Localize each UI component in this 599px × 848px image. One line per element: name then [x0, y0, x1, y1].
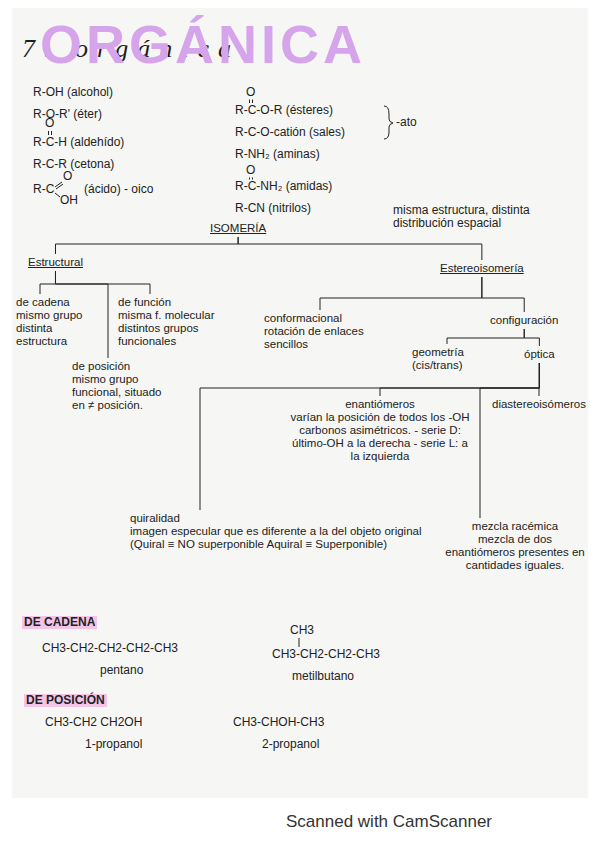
formula: R-C [33, 183, 54, 196]
node-heading: de función [118, 296, 218, 309]
tree-node: configuración [490, 314, 558, 327]
node-heading: de cadena [16, 296, 98, 309]
tree-node: quiralidadimagen especular que es difere… [130, 512, 430, 551]
formula: R-C-NH₂ (amidas) [235, 180, 332, 193]
atom-symbol: O [63, 170, 72, 183]
node-heading: geometría (cis/trans) [412, 346, 482, 372]
tree-node: geometría (cis/trans) [412, 346, 482, 372]
formula: R-CN (nitrilos) [235, 202, 311, 215]
formula: CH3-CH2-CH2-CH3 [272, 648, 380, 661]
tree-branch [320, 277, 482, 310]
tree-branch [480, 363, 539, 518]
tree-node: ISOMERÍA [210, 222, 266, 235]
node-description: mismo grupo distinta estructura [16, 309, 98, 348]
node-heading: diastereoisómeros [492, 398, 586, 411]
tree-branch [524, 329, 539, 346]
tree-branch [200, 363, 539, 510]
node-heading: mezcla racémica [445, 520, 585, 533]
tree-node: Estereoisomería [440, 262, 524, 275]
atom-symbol: O [45, 117, 54, 130]
tree-node: enantiómerosvarían la posición de todos … [290, 398, 470, 463]
compound-name: metilbutano [292, 670, 354, 683]
node-heading: quiralidad [130, 512, 430, 525]
formula: R-C-O-R (ésteres) [235, 104, 333, 117]
node-description: mezcla de dos enantiómeros presentes en … [445, 533, 585, 572]
node-heading: de posición [72, 360, 172, 373]
formula: CH3-CH2 CH2OH [45, 716, 142, 729]
node-heading: conformacional [264, 312, 376, 325]
formula: R-OH (alcohol) [33, 86, 113, 99]
tree-branch [447, 329, 524, 344]
node-description: misma f. molecular distintos grupos func… [118, 309, 218, 348]
node-heading: Estereoisomería [440, 262, 524, 275]
compound-name: 1-propanol [85, 738, 142, 751]
node-heading: ISOMERÍA [210, 222, 266, 235]
formula: R-C-O-catión (sales) [235, 126, 345, 139]
atom-symbol: OH [60, 194, 78, 207]
node-heading: configuración [490, 314, 558, 327]
tree-branch [40, 271, 55, 294]
tree-branch [55, 271, 150, 294]
tree-node: conformacionalrotación de enlaces sencil… [264, 312, 376, 351]
tree-branch [55, 237, 238, 254]
section-heading: DE POSICIÓN [24, 694, 107, 707]
compound-name: 2-propanol [262, 738, 319, 751]
atom-symbol: O [246, 164, 255, 177]
scanner-watermark: Scanned with CamScanner [286, 812, 492, 832]
node-description: mismo grupo funcional, situado en ≠ posi… [72, 373, 172, 412]
formula: R-C-R (cetona) [33, 158, 114, 171]
tree-node: diastereoisómeros [492, 398, 586, 411]
compound-name: pentano [100, 664, 143, 677]
node-description: rotación de enlaces sencillos [264, 325, 376, 351]
formula: CH3-CH2-CH2-CH2-CH3 [42, 642, 178, 655]
tree-node: de funciónmisma f. molecular distintos g… [118, 296, 218, 348]
formula: CH3 [290, 624, 314, 637]
node-description: varían la posición de todos los -OH carb… [290, 411, 470, 463]
node-heading: Estructural [28, 256, 83, 269]
tree-branch [238, 237, 482, 260]
tree-branch [482, 277, 524, 312]
formula: R-NH₂ (aminas) [235, 148, 320, 161]
atom-symbol: O [246, 86, 255, 99]
tree-node: mezcla racémicamezcla de dos enantiómero… [445, 520, 585, 572]
formula: R-C-H (aldehído) [33, 136, 124, 149]
formula: CH3-CHOH-CH3 [233, 716, 324, 729]
suffix-note: -ato [396, 116, 417, 129]
node-heading: óptica [524, 348, 555, 361]
side-note: misma estructura, distinta distribución … [393, 204, 558, 230]
title-highlight: ORGÁNICA [40, 14, 366, 74]
tree-node: óptica [524, 348, 555, 361]
tree-node: de posiciónmismo grupo funcional, situad… [72, 360, 172, 412]
formula-note: (ácido) - oico [84, 183, 153, 196]
node-description: imagen especular que es diferente a la d… [130, 525, 430, 551]
node-heading: enantiómeros [290, 398, 470, 411]
tree-node: de cadenamismo grupo distinta estructura [16, 296, 98, 348]
section-heading: DE CADENA [22, 616, 97, 629]
formula: R-O-R' (éter) [33, 108, 102, 121]
tree-node: Estructural [28, 256, 83, 269]
